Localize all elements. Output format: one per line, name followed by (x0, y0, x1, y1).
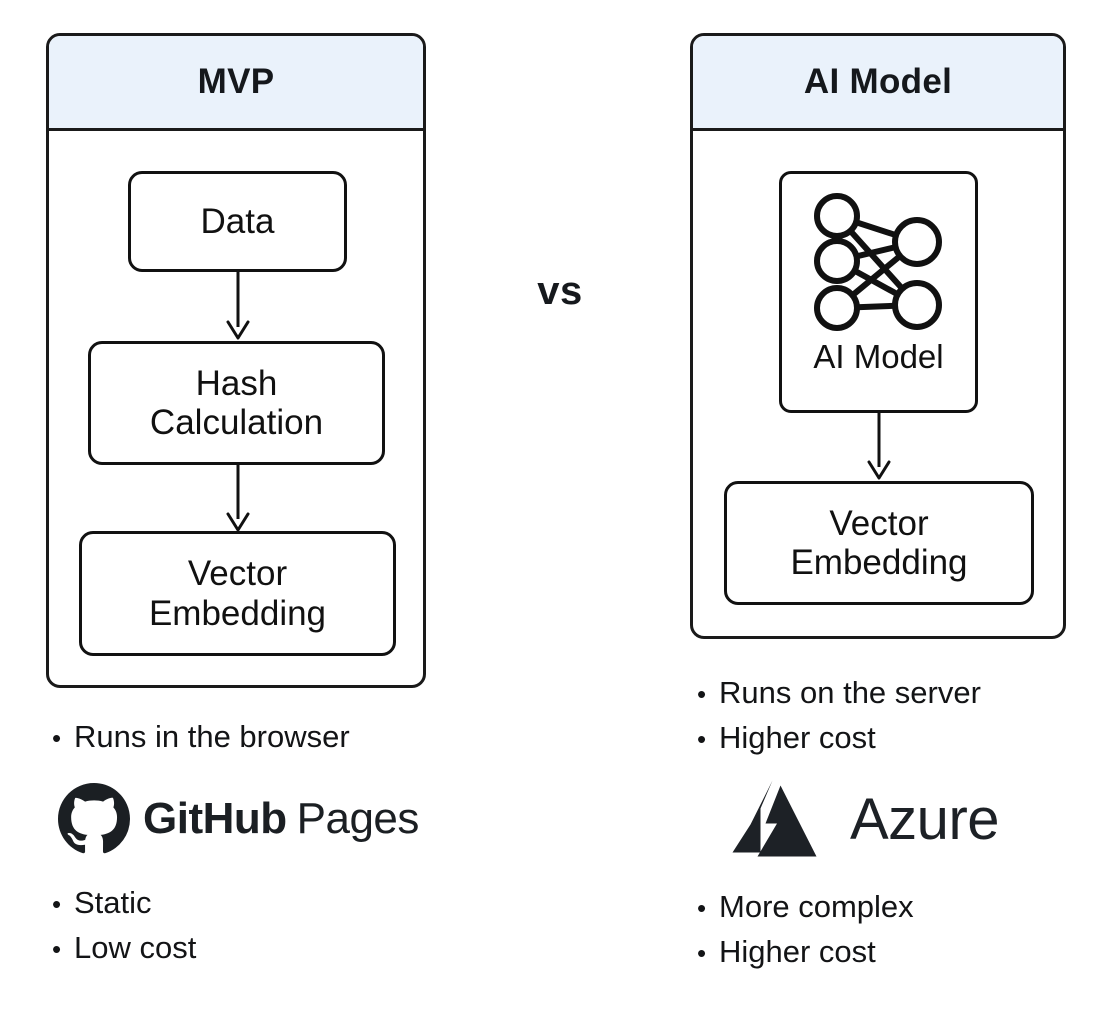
mvp-bullets-top: • Runs in the browser (52, 714, 350, 759)
node-ai-model-label: AI Model (813, 338, 944, 375)
list-item: • Low cost (52, 925, 196, 970)
mvp-panel-title: MVP (197, 62, 275, 101)
list-item: • Runs in the browser (52, 714, 350, 759)
bullet-text: Runs on the server (719, 675, 981, 710)
ai-model-panel-title: AI Model (803, 62, 953, 101)
github-wordmark-bold: GitHub (143, 794, 287, 843)
arrow-aimodel-to-vector (867, 411, 891, 480)
bullet-marker: • (52, 889, 62, 919)
list-item: • More complex (697, 884, 914, 929)
bullet-text: More complex (719, 889, 914, 924)
ai-bullets-bottom: • More complex • Higher cost (697, 884, 914, 975)
bullet-marker: • (697, 938, 707, 969)
github-logo-icon (58, 783, 130, 854)
azure-logo-icon (732, 780, 817, 857)
bullet-text: Higher cost (719, 934, 876, 970)
node-vector-embedding-ai: Vector Embedding (724, 481, 1034, 605)
list-item: • Higher cost (697, 715, 981, 760)
node-hash-calculation-label: Hash Calculation (149, 363, 324, 442)
arrow-data-to-hash (226, 270, 250, 340)
node-data: Data (128, 171, 347, 272)
bullet-text: Runs in the browser (74, 719, 350, 754)
list-item: • Runs on the server (697, 670, 981, 715)
list-item: • Static (52, 880, 196, 925)
mvp-bullets-bottom: • Static • Low cost (52, 880, 196, 971)
pages-wordmark-light: Pages (296, 794, 420, 843)
ai-bullets-top: • Runs on the server • Higher cost (697, 670, 981, 761)
arrow-hash-to-vector (226, 463, 250, 532)
neural-network-icon (813, 193, 942, 331)
bullet-marker: • (697, 893, 707, 923)
bullet-text: Static (74, 885, 152, 920)
node-hash-calculation: Hash Calculation (88, 341, 385, 465)
azure-wordmark: Azure (850, 786, 1000, 852)
node-vector-embedding-ai-label: Vector Embedding (790, 503, 968, 582)
node-data-label: Data (200, 201, 275, 241)
node-ai-model: AI Model (779, 171, 978, 413)
list-item: • Higher cost (697, 929, 914, 974)
mvp-panel-header: MVP (49, 36, 423, 131)
bullet-text: Higher cost (719, 720, 876, 756)
node-vector-embedding-mvp: Vector Embedding (79, 531, 396, 656)
bullet-marker: • (52, 723, 62, 753)
bullet-marker: • (697, 679, 707, 709)
azure-brand: Azure (728, 776, 1000, 862)
bullet-marker: • (52, 934, 62, 965)
bullet-text: Low cost (74, 930, 197, 966)
comparison-vs-label: vs (537, 269, 583, 313)
node-vector-embedding-mvp-label: Vector Embedding (148, 554, 327, 633)
bullet-marker: • (697, 724, 707, 755)
ai-model-panel-header: AI Model (693, 36, 1063, 131)
